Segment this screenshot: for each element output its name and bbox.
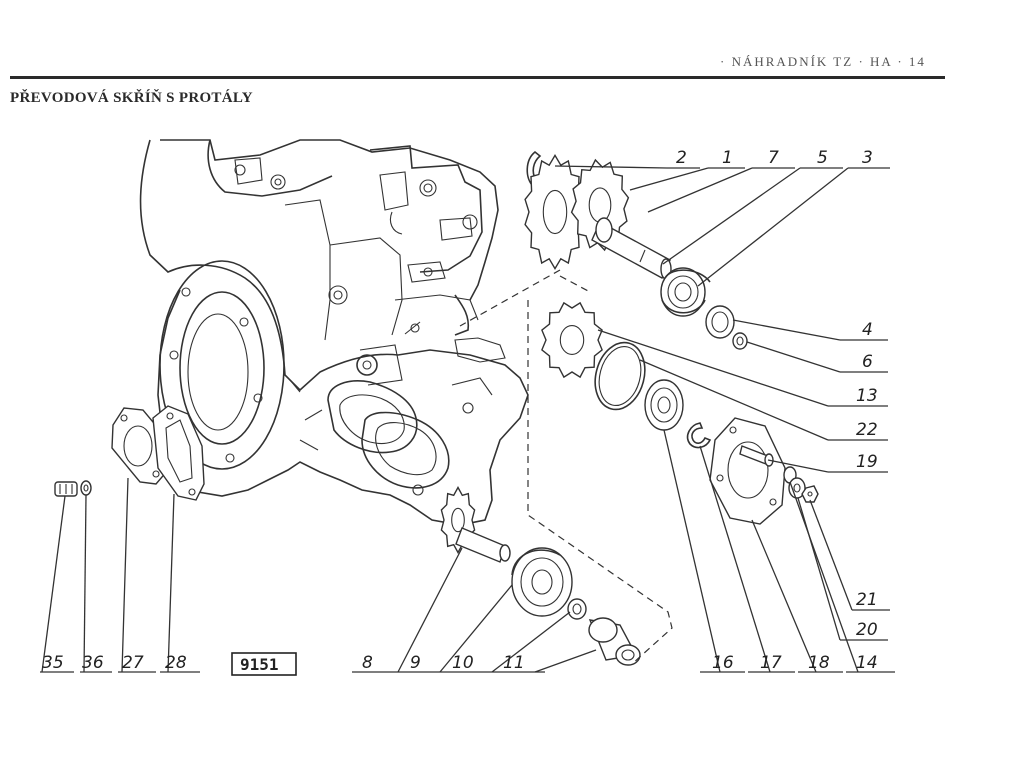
- gear-teeth: [524, 154, 586, 270]
- sleeve-10: [567, 598, 587, 620]
- callout-16: 16: [712, 653, 734, 673]
- gear-hub: [451, 507, 465, 533]
- washer-36: [80, 480, 92, 496]
- bearing-16: [644, 379, 684, 431]
- callout-leaders: [40, 165, 895, 673]
- nut-21: [801, 485, 819, 503]
- bearing-9: [511, 547, 573, 617]
- o-ring-22: [594, 341, 646, 411]
- callout-18: 18: [808, 653, 830, 673]
- callout-7: 7: [768, 148, 779, 168]
- gear-hub: [542, 189, 568, 235]
- page-title: PŘEVODOVÁ SKŘÍŇ S PROTÁLY: [10, 90, 253, 106]
- callout-17: 17: [760, 653, 782, 673]
- figure-number: 9151: [240, 655, 279, 674]
- callout-11: 11: [503, 653, 525, 673]
- callout-9: 9: [410, 653, 421, 673]
- washer-20: [788, 477, 806, 499]
- bolt-35: [54, 481, 78, 497]
- gear-1: [524, 154, 630, 270]
- assembly-guide-lines: [459, 269, 673, 665]
- callout-6: 6: [862, 352, 873, 372]
- gear-teeth: [541, 301, 603, 379]
- bearing-5: [660, 267, 711, 317]
- callout-8: 8: [362, 653, 373, 673]
- cover-18: [709, 417, 786, 525]
- figure-number-box: 9151: [231, 652, 297, 676]
- bushing-11: [588, 617, 641, 666]
- callouts: 2 1 7 5 3 4 6 13 22 19 21 20 35 36 27 28…: [42, 148, 878, 673]
- washer-6: [732, 332, 748, 350]
- callout-22: 22: [856, 420, 878, 440]
- callout-21: 21: [856, 590, 878, 610]
- running-header: · NÁHRADNÍK TZ · HA · 14: [720, 54, 926, 69]
- callout-35: 35: [42, 653, 64, 673]
- callout-36: 36: [82, 653, 104, 673]
- circlip-17: [686, 422, 712, 449]
- gear-13: [541, 301, 603, 379]
- callout-2: 2: [676, 148, 687, 168]
- callout-28: 28: [165, 653, 187, 673]
- pinion-shaft-end: [499, 544, 511, 562]
- callout-3: 3: [862, 148, 873, 168]
- pinion-shaft-body: [455, 527, 506, 563]
- callout-27: 27: [122, 653, 144, 673]
- gasket-28: [152, 405, 205, 501]
- callout-10: 10: [452, 653, 474, 673]
- gear-hub: [559, 325, 585, 355]
- callout-5: 5: [817, 148, 828, 168]
- header-rule: [10, 76, 945, 79]
- callout-14: 14: [856, 653, 878, 673]
- ring-3: [705, 305, 735, 339]
- callout-13: 13: [856, 386, 878, 406]
- gearbox-housing: [139, 139, 529, 526]
- callout-4: 4: [862, 320, 873, 340]
- callout-1: 1: [722, 148, 733, 168]
- pinion-shaft-8: [440, 486, 511, 563]
- callout-19: 19: [856, 452, 878, 472]
- callout-20: 20: [856, 620, 878, 640]
